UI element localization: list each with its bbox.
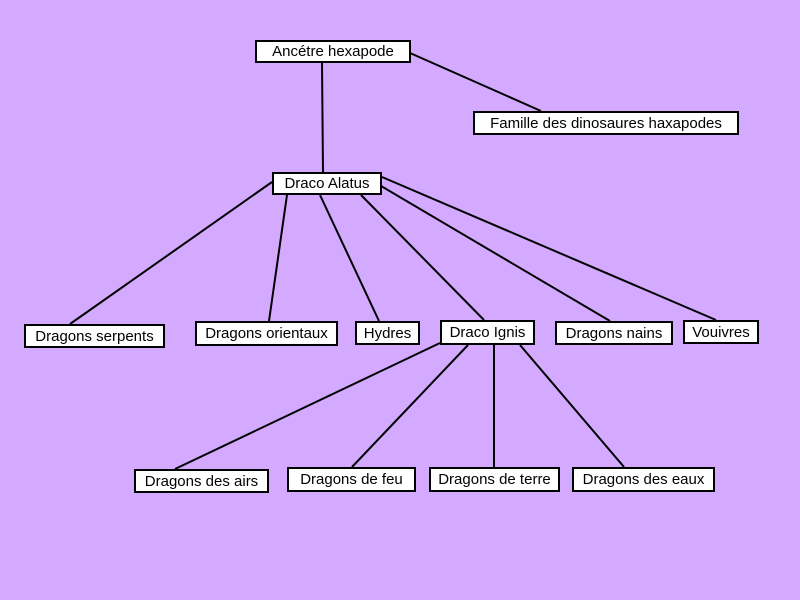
node-dragons-des-eaux: Dragons des eaux — [572, 467, 715, 492]
edge-alatus-nains — [380, 185, 611, 322]
node-dragons-serpents: Dragons serpents — [24, 324, 165, 348]
edge-alatus-serpents — [69, 181, 273, 325]
edge-alatus-hydres — [319, 194, 380, 322]
node-dragons-des-airs: Dragons des airs — [134, 469, 269, 493]
edge-ignis-eaux — [519, 344, 625, 468]
node-dragons-nains: Dragons nains — [555, 321, 673, 345]
edge-alatus-vouivres — [381, 176, 717, 321]
edge-alatus-ignis — [360, 194, 485, 321]
node-draco-alatus: Draco Alatus — [272, 172, 382, 195]
edge-alatus-orientaux — [268, 194, 288, 322]
edge-ignis-airs — [174, 342, 441, 470]
edge-root-alatus — [321, 62, 324, 173]
node-famille-dinosaures: Famille des dinosaures haxapodes — [473, 111, 739, 135]
edge-root-famille — [409, 52, 542, 112]
node-dragons-de-feu: Dragons de feu — [287, 467, 416, 492]
node-dragons-de-terre: Dragons de terre — [429, 467, 560, 492]
node-dragons-orientaux: Dragons orientaux — [195, 321, 338, 346]
node-vouivres: Vouivres — [683, 320, 759, 344]
node-draco-ignis: Draco Ignis — [440, 320, 535, 345]
node-ancetre-hexapode: Ancétre hexapode — [255, 40, 411, 63]
edge-ignis-feu — [351, 344, 469, 468]
node-hydres: Hydres — [355, 321, 420, 345]
